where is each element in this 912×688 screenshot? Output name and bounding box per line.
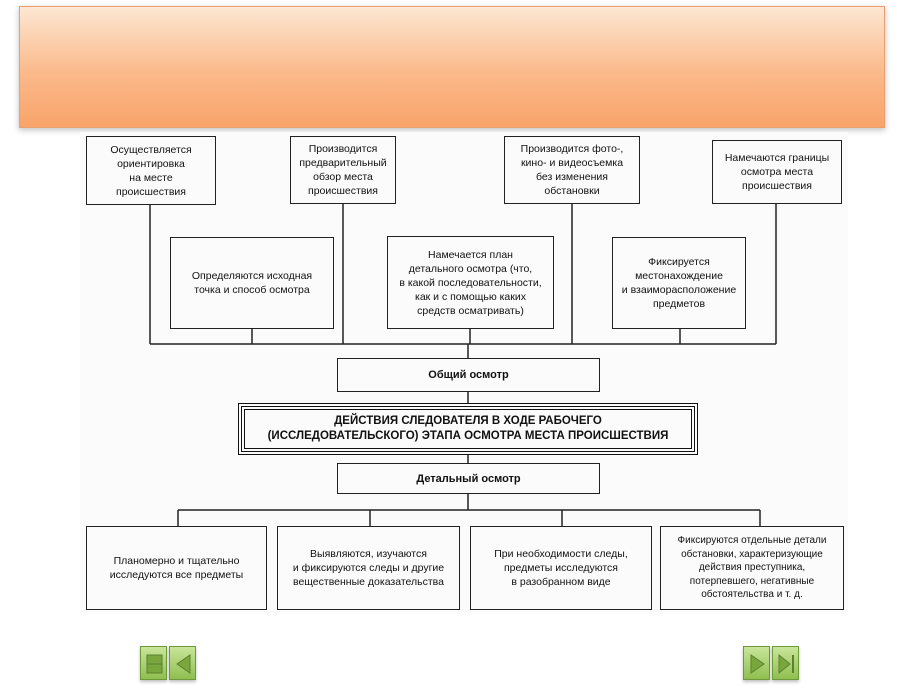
step-preliminary-review-box: Производится предварительный обзор места… bbox=[290, 136, 396, 204]
detail-circumstances-box: Фиксируются отдельные детали обстановки,… bbox=[660, 526, 844, 610]
general-inspection-box: Общий осмотр bbox=[337, 358, 600, 392]
next-page-icon[interactable] bbox=[743, 646, 770, 680]
step-photo-video-box: Производится фото-, кино- и видеосъемка … bbox=[504, 136, 640, 204]
step-boundaries-box: Намечаются границы осмотра места происше… bbox=[712, 140, 842, 204]
detail-disassembly-box: При необходимости следы, предметы исслед… bbox=[470, 526, 652, 610]
detail-traces-box: Выявляются, изучаются и фиксируются след… bbox=[277, 526, 460, 610]
title-banner bbox=[19, 6, 885, 128]
step-plan-box: Намечается план детального осмотра (что,… bbox=[387, 236, 554, 329]
detailed-inspection-box: Детальный осмотр bbox=[337, 463, 600, 494]
detail-systematic-box: Планомерно и тщательно исследуются все п… bbox=[86, 526, 267, 610]
nav-left-group bbox=[140, 646, 198, 682]
step-starting-point-box: Определяются исходная точка и способ осм… bbox=[170, 237, 334, 329]
step-location-fixation-box: Фиксируется местонахождение и взаиморасп… bbox=[612, 237, 746, 329]
step-orientation-box: Осуществляется ориентировка на месте про… bbox=[86, 136, 216, 205]
first-page-icon[interactable] bbox=[140, 646, 167, 680]
last-page-icon[interactable] bbox=[772, 646, 799, 680]
main-title-box: ДЕЙСТВИЯ СЛЕДОВАТЕЛЯ В ХОДЕ РАБОЧЕГО (ИС… bbox=[238, 403, 698, 455]
previous-page-icon[interactable] bbox=[169, 646, 196, 680]
nav-right-group bbox=[743, 646, 801, 682]
